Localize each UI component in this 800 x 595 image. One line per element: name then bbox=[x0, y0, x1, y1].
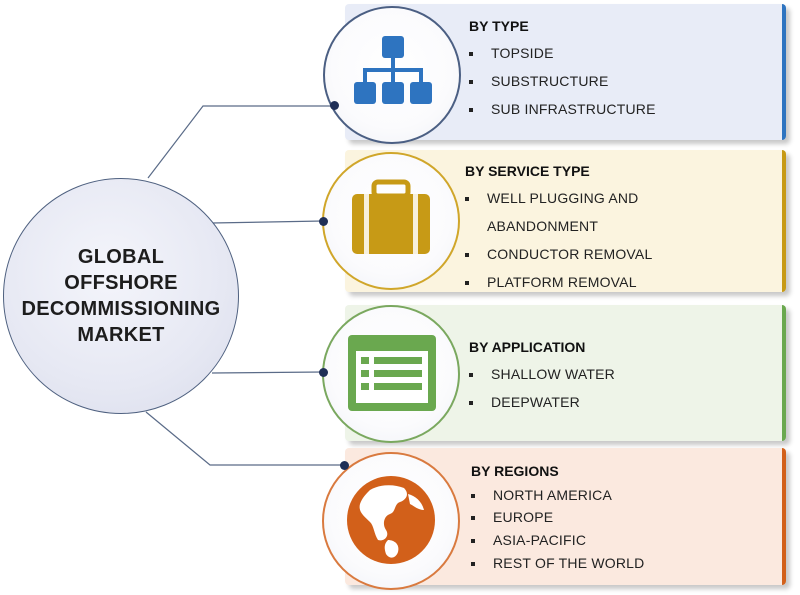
list-window-icon bbox=[348, 335, 436, 411]
connector-dot-type bbox=[330, 101, 339, 110]
connector-application bbox=[211, 371, 324, 374]
segment-title: BY REGIONS bbox=[471, 463, 559, 479]
accent-strip bbox=[782, 150, 786, 292]
bullet-icon bbox=[465, 197, 469, 201]
segment-title: BY TYPE bbox=[469, 18, 529, 34]
connector-type bbox=[147, 105, 335, 179]
market-hub: GLOBAL OFFSHORE DECOMMISSIONING MARKET bbox=[3, 178, 239, 414]
org-chart-icon bbox=[354, 36, 432, 104]
bullet-icon bbox=[469, 52, 473, 56]
bullet-icon bbox=[471, 494, 475, 498]
bullet-icon bbox=[471, 539, 475, 543]
connector-service bbox=[211, 220, 324, 224]
bullet-icon bbox=[465, 253, 469, 257]
suitcase-icon bbox=[352, 179, 430, 254]
connector-regions bbox=[145, 411, 345, 466]
service-icon-circle bbox=[322, 152, 460, 290]
segment-title: BY SERVICE TYPE bbox=[465, 163, 590, 179]
bullet-icon bbox=[469, 401, 473, 405]
bullet-icon bbox=[469, 80, 473, 84]
segment-title: BY APPLICATION bbox=[469, 339, 586, 355]
type-icon-circle bbox=[323, 6, 461, 144]
connector-dot-service bbox=[319, 217, 328, 226]
application-icon-circle bbox=[322, 305, 460, 443]
accent-strip bbox=[782, 4, 786, 140]
accent-strip bbox=[782, 305, 786, 441]
hub-title: GLOBAL OFFSHORE DECOMMISSIONING MARKET bbox=[21, 246, 221, 346]
bullet-icon bbox=[469, 108, 473, 112]
bullet-icon bbox=[471, 516, 475, 520]
bullet-icon bbox=[471, 562, 475, 566]
accent-strip bbox=[782, 448, 786, 585]
globe-icon bbox=[347, 476, 435, 564]
bullet-icon bbox=[469, 373, 473, 377]
bullet-icon bbox=[465, 281, 469, 285]
connector-dot-regions bbox=[340, 461, 349, 470]
connector-dot-application bbox=[319, 368, 328, 377]
regions-icon-circle bbox=[322, 452, 460, 590]
